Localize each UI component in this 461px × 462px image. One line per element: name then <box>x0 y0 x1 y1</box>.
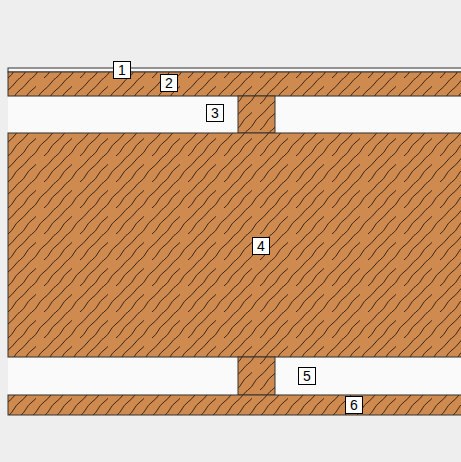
callout-number: 1 <box>113 61 131 79</box>
top-veneer <box>8 72 461 96</box>
callout-number: 4 <box>252 237 270 255</box>
callout-number: 3 <box>206 104 224 122</box>
spacer-block <box>238 357 275 395</box>
surface-layer <box>8 68 461 72</box>
air-gap <box>8 358 461 394</box>
air-gap <box>8 97 461 132</box>
callout-number: 6 <box>345 396 363 414</box>
callout-number: 5 <box>298 367 316 385</box>
spacer-block <box>238 96 275 133</box>
bottom-veneer <box>8 395 461 415</box>
core-layer <box>8 133 461 357</box>
callout-number: 2 <box>160 74 178 92</box>
